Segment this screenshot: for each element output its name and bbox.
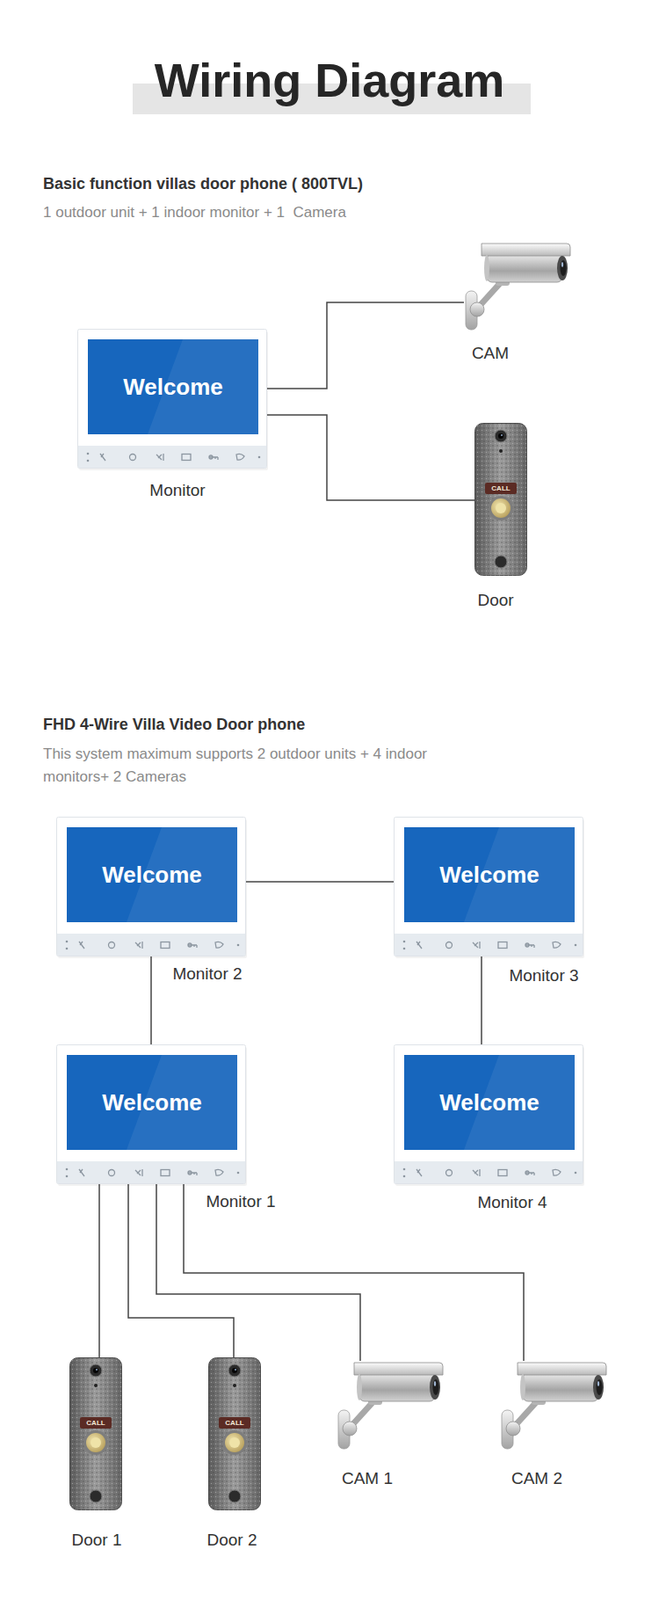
device-label: CAM xyxy=(471,343,509,363)
camera-illustration xyxy=(465,243,571,330)
screen-text: Welcome xyxy=(404,1054,575,1150)
screen-text: Welcome xyxy=(87,339,259,435)
device-label: CAM 2 xyxy=(511,1468,563,1488)
screen-text: Welcome xyxy=(66,826,238,922)
camera-illustration xyxy=(501,1361,607,1449)
monitor-unit: WelcomeMonitor 1 xyxy=(56,1043,247,1184)
device-label: Monitor 2 xyxy=(172,963,242,984)
door-station: CALLDoor 2 xyxy=(208,1356,261,1510)
monitor-illustration xyxy=(394,817,586,959)
door-station-illustration xyxy=(70,1357,123,1510)
device-label: Monitor xyxy=(149,480,205,500)
screen-text: Welcome xyxy=(66,1054,238,1150)
device-label: Door 1 xyxy=(71,1529,122,1550)
wire xyxy=(480,955,483,1044)
call-badge-text: CALL xyxy=(79,1416,112,1428)
wire xyxy=(98,1183,101,1357)
door-station: CALLDoor 1 xyxy=(69,1356,123,1510)
monitor-illustration xyxy=(394,1044,586,1187)
device-label: CAM 1 xyxy=(341,1468,393,1488)
monitor-unit: WelcomeMonitor 3 xyxy=(393,816,584,956)
door-station-illustration xyxy=(475,423,528,576)
door-station-illustration xyxy=(209,1357,261,1510)
diagram-title: Wiring Diagram xyxy=(154,52,506,108)
monitor-illustration xyxy=(78,329,269,471)
wire xyxy=(150,955,153,1044)
device-label: Monitor 3 xyxy=(508,965,579,985)
door-station: CALLDoor xyxy=(474,422,528,576)
screen-text: Welcome xyxy=(404,826,575,922)
camera-unit: CAM xyxy=(463,241,572,332)
wire xyxy=(267,414,475,500)
device-label: Door 2 xyxy=(206,1529,257,1550)
wire xyxy=(267,302,464,389)
monitor-unit: WelcomeMonitor xyxy=(77,328,268,469)
section-heading: Basic function villas door phone ( 800TV… xyxy=(43,173,363,194)
device-label: Monitor 4 xyxy=(477,1192,547,1212)
monitor-illustration xyxy=(57,817,248,959)
device-label: Monitor 1 xyxy=(205,1191,276,1211)
camera-unit: CAM 2 xyxy=(499,1360,608,1450)
monitor-unit: WelcomeMonitor 4 xyxy=(393,1043,584,1184)
wire xyxy=(183,1183,524,1361)
section-note: 1 outdoor unit + 1 indoor monitor + 1 Ca… xyxy=(43,201,347,225)
camera-illustration xyxy=(338,1361,443,1449)
camera-unit: CAM 1 xyxy=(336,1360,444,1450)
call-badge-text: CALL xyxy=(218,1416,251,1428)
call-badge-text: CALL xyxy=(485,482,517,494)
monitor-unit: WelcomeMonitor 2 xyxy=(56,816,247,956)
section-heading: FHD 4-Wire Villa Video Door phone xyxy=(43,714,305,734)
device-label: Door xyxy=(477,590,514,610)
wire xyxy=(246,880,394,883)
section-note: This system maximum supports 2 outdoor u… xyxy=(43,742,478,789)
monitor-illustration xyxy=(57,1044,248,1187)
